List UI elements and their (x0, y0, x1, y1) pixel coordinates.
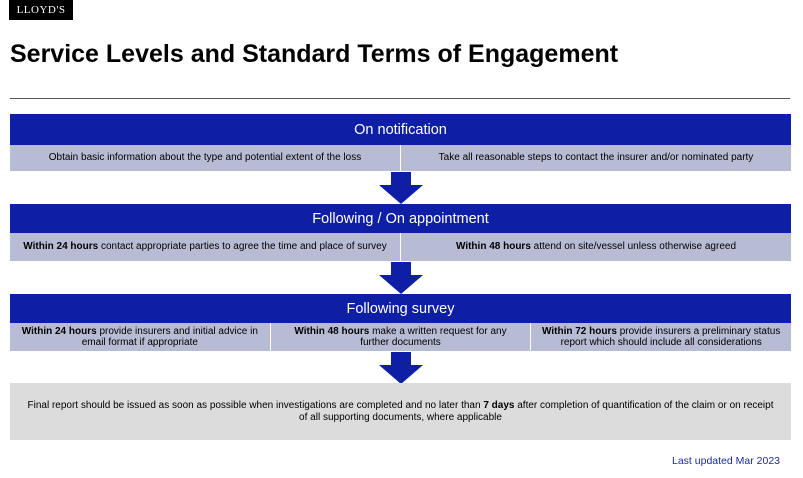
stage-row-on-notification: Obtain basic information about the type … (10, 145, 791, 171)
page-title: Service Levels and Standard Terms of Eng… (10, 40, 619, 68)
down-arrow-icon (379, 172, 423, 204)
stage-row-following-survey: Within 24 hours provide insurers and ini… (10, 323, 791, 351)
lloyds-logo: LLOYD'S (9, 0, 73, 20)
title-divider (10, 98, 790, 99)
stage-item: Within 48 hours attend on site/vessel un… (400, 233, 791, 261)
stage-item: Take all reasonable steps to contact the… (400, 145, 791, 171)
stage-item: Within 48 hours make a written request f… (269, 323, 531, 351)
stage-heading-following-appointment: Following / On appointment (10, 204, 791, 233)
down-arrow-icon (379, 262, 423, 294)
stage-item: Within 72 hours provide insurers a preli… (530, 323, 791, 351)
final-report-box: Final report should be issued as soon as… (10, 383, 791, 440)
stage-heading-on-notification: On notification (10, 114, 791, 145)
stage-row-following-appointment: Within 24 hours contact appropriate part… (10, 233, 791, 261)
down-arrow-icon (379, 352, 423, 384)
last-updated: Last updated Mar 2023 (672, 455, 780, 467)
stage-item: Obtain basic information about the type … (48, 152, 362, 164)
stage-heading-following-survey: Following survey (10, 294, 791, 323)
stage-item: Within 24 hours provide insurers and ini… (21, 325, 258, 349)
stage-item: Within 24 hours contact appropriate part… (23, 241, 387, 253)
